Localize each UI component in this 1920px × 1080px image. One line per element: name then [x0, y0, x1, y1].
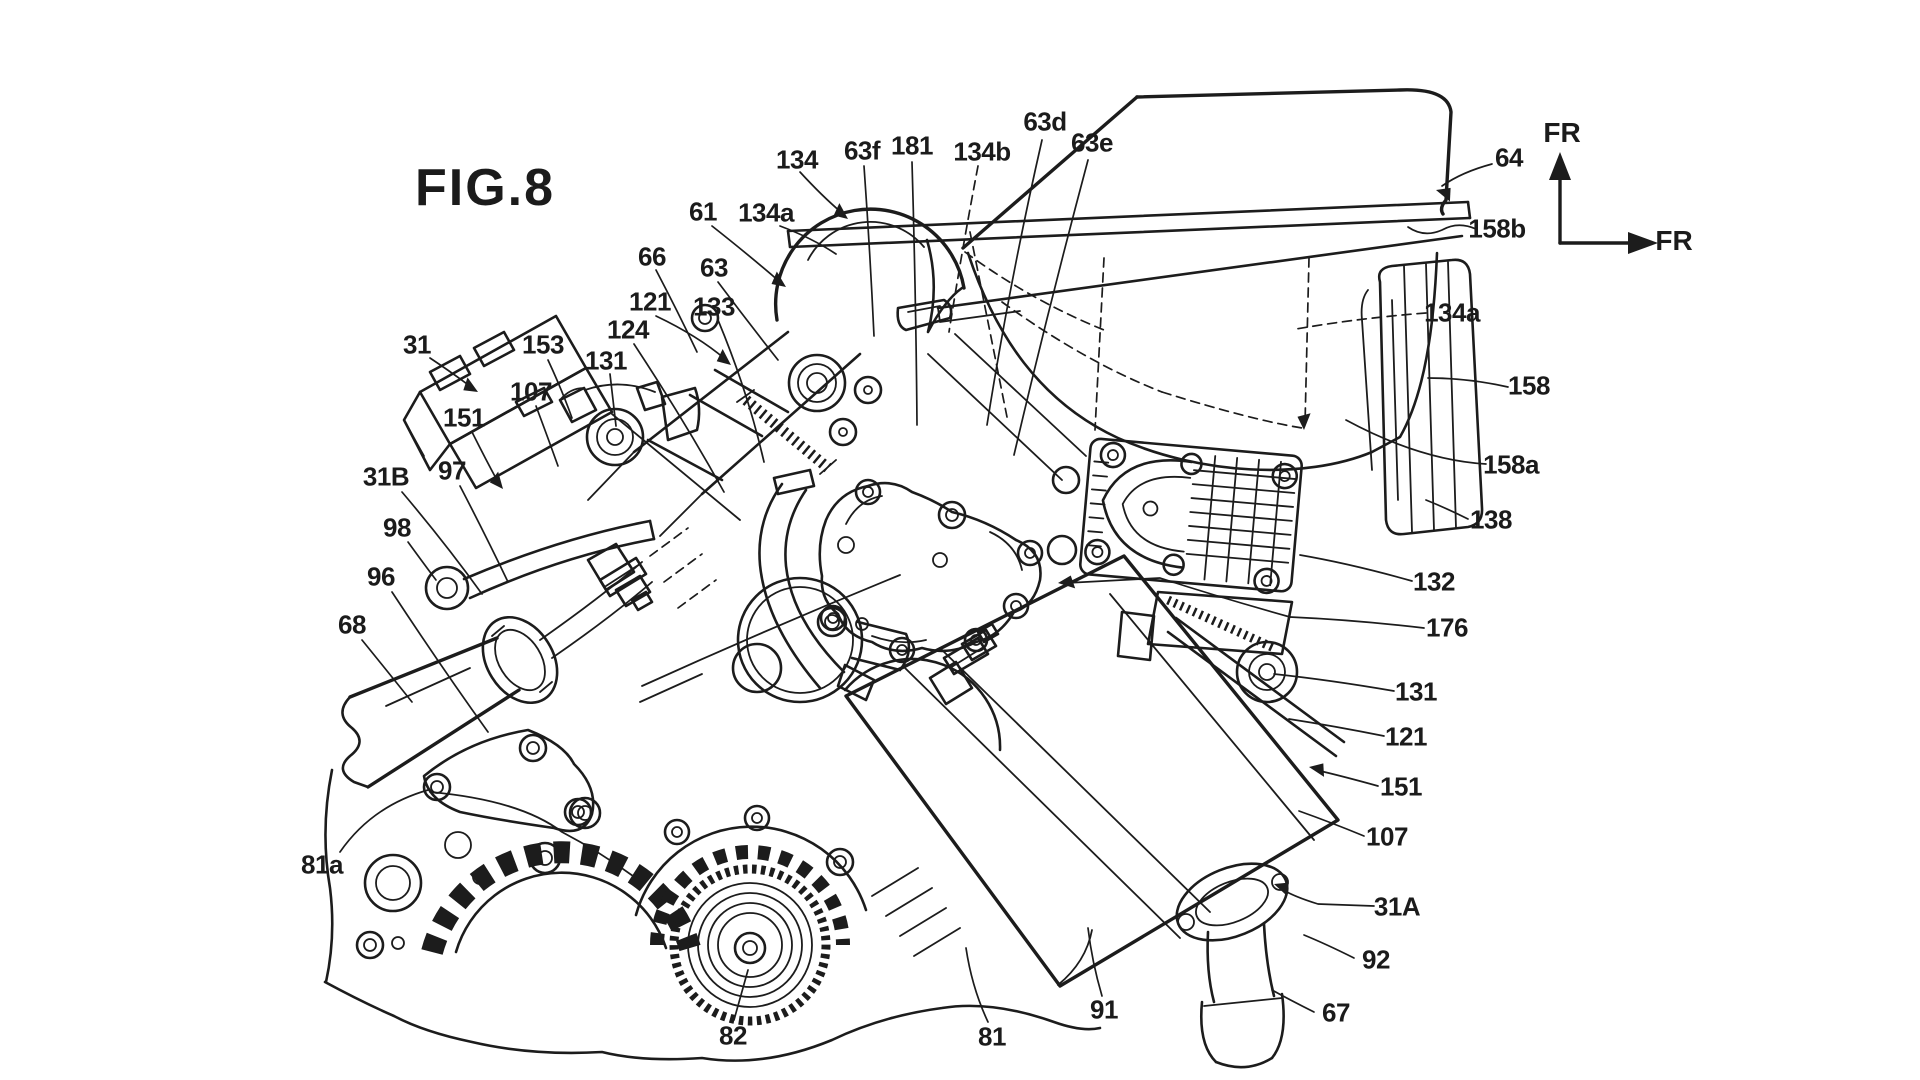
- ref-label-64: 64: [1495, 142, 1523, 173]
- ref-label-61: 61: [689, 196, 717, 227]
- rear-cylinder-head: [402, 314, 741, 612]
- fr-up-arrowhead-icon: [1549, 152, 1571, 180]
- finned-unit-bracket: [1046, 465, 1299, 704]
- fr-right-arrowhead-icon: [1628, 232, 1658, 254]
- ref-label-158b: 158b: [1468, 213, 1526, 244]
- throttle-dome-and-duct: [587, 207, 1087, 537]
- ref-label-81a: 81a: [301, 849, 343, 880]
- ref-label-151: 151: [1380, 771, 1422, 802]
- ref-label-134a: 134a: [738, 197, 794, 228]
- ref-label-134: 134: [776, 144, 818, 175]
- fr-axis-label-up: FR: [1543, 117, 1581, 148]
- water-outlet-and-hose: [1175, 862, 1289, 1069]
- ref-label-131: 131: [585, 345, 627, 376]
- ref-label-31a: 31A: [1373, 891, 1421, 922]
- ref-label-158a: 158a: [1483, 449, 1539, 480]
- ref-label-107: 107: [510, 376, 552, 407]
- ref-label-91: 91: [1090, 994, 1118, 1025]
- ref-label-98: 98: [383, 512, 411, 543]
- ref-label-134b: 134b: [953, 136, 1011, 167]
- figure-title: FIG.8: [414, 159, 556, 217]
- ref-label-92: 92: [1362, 944, 1390, 975]
- ref-label-158: 158: [1508, 370, 1550, 401]
- front-cylinder-block: [843, 554, 1346, 988]
- air-cleaner-box: [786, 88, 1472, 472]
- ref-label-63f: 63f: [843, 135, 881, 166]
- ref-label-82: 82: [719, 1020, 747, 1051]
- ref-label-63: 63: [700, 252, 728, 283]
- leader-lines: [339, 139, 1509, 1023]
- primary-gears: [421, 797, 868, 1026]
- ref-label-67: 67: [1322, 997, 1350, 1028]
- ref-label-121: 121: [629, 286, 671, 317]
- ref-label-138: 138: [1470, 504, 1512, 535]
- ref-label-31: 31: [403, 329, 431, 360]
- ref-label-181: 181: [891, 130, 933, 161]
- ground-break-line: [323, 980, 1102, 1062]
- spark-plug-front: [928, 622, 1000, 706]
- ref-label-176: 176: [1426, 612, 1468, 643]
- ref-label-124: 124: [607, 314, 649, 345]
- ref-label-68: 68: [338, 609, 366, 640]
- intake-funnel-stack: [1360, 258, 1484, 536]
- ref-label-97: 97: [438, 455, 466, 486]
- ref-label-81: 81: [978, 1021, 1006, 1052]
- ref-label-63d: 63d: [1023, 106, 1067, 137]
- ref-label-134a: 134a: [1424, 297, 1480, 328]
- fr-axis-label-right: FR: [1655, 225, 1693, 256]
- ref-label-31b: 31B: [362, 461, 410, 492]
- ref-label-151: 151: [443, 402, 485, 433]
- finned-unit: [1079, 437, 1303, 595]
- water-pipe: [758, 468, 876, 702]
- head-cover-plate: [818, 478, 1044, 664]
- spark-plug-rear: [586, 542, 654, 612]
- ref-label-131: 131: [1395, 676, 1437, 707]
- ref-label-96: 96: [367, 561, 395, 592]
- ref-label-133: 133: [693, 291, 735, 322]
- ref-label-121: 121: [1385, 721, 1427, 752]
- fr-axes-arrows: [1549, 152, 1658, 254]
- ref-label-66: 66: [638, 241, 666, 272]
- ref-label-107: 107: [1366, 821, 1408, 852]
- frame-tube: [341, 561, 653, 789]
- crankcase-left: [324, 574, 901, 984]
- ref-label-63e: 63e: [1071, 127, 1113, 158]
- ref-label-153: 153: [522, 329, 564, 360]
- ref-label-132: 132: [1413, 566, 1455, 597]
